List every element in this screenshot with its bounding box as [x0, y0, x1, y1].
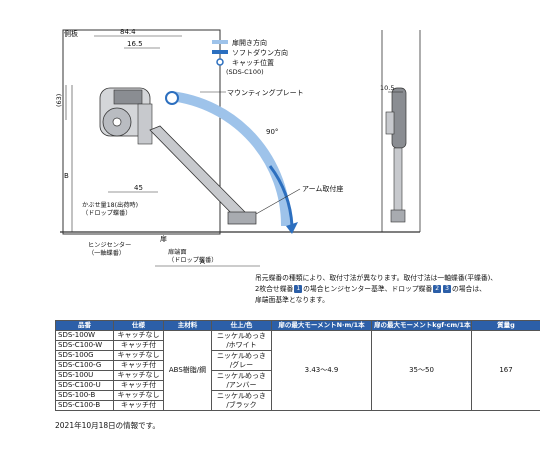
damper-unit: [99, 87, 153, 145]
cell-mass: 167: [471, 330, 540, 411]
cell-spec: キャッチ付: [113, 400, 164, 411]
dim-16-5: 16.5: [127, 40, 143, 48]
note-line-2-mid: の場合ヒンジセンター基準、ドロップ蝶番: [303, 285, 433, 293]
cell-code: SDS-C100-U: [55, 380, 114, 391]
col-moment-kgf: 扉の最大モーメントkgf·cm/1本: [371, 320, 472, 331]
table-row: SDS-100U キャッチなし ニッケルめっき/アンバー: [55, 370, 540, 391]
label-door-edge-2: （ドロップ蝶番）: [168, 256, 218, 264]
legend: 扉開き方向 ソフトダウン方向 キャッチ位置 (SDS-C100): [212, 38, 288, 76]
cell-code: SDS-100U: [55, 370, 114, 381]
arm-mount-base: [227, 211, 257, 225]
dim-84-4: 84.4: [120, 28, 136, 36]
dim-63: (63): [55, 94, 63, 107]
soft-down-arrow: [286, 222, 298, 234]
cell-spec: キャッチなし: [113, 390, 164, 401]
dim-45: 45: [134, 184, 143, 192]
svg-text:扉開き方向: 扉開き方向: [232, 38, 267, 47]
angle-90: 90°: [266, 128, 278, 136]
tag-3: 3: [443, 285, 451, 293]
cell-moment-kgf: 35～50: [371, 330, 472, 411]
label-door-edge-1: 扉端面: [168, 248, 187, 256]
cell-finish: ニッケルめっき/ホワイト: [211, 330, 272, 351]
svg-text:キャッチ位置: キャッチ位置: [232, 58, 274, 67]
col-material: 主材料: [163, 320, 212, 331]
label-hinge-center-1: ヒンジセンター: [88, 241, 131, 249]
cell-code: SDS-C100-G: [55, 360, 114, 371]
cell-spec: キャッチ付: [113, 360, 164, 371]
cell-spec: キャッチなし: [113, 350, 164, 361]
label-mounting-plate: マウンティングプレート: [227, 88, 304, 97]
table-row: SDS-100W キャッチなし ABS樹脂/鋼 ニッケルめっき/ホワイト 3.4…: [55, 330, 540, 411]
col-moment-nm: 扉の最大モーメントN·m/1本: [271, 320, 372, 331]
col-finish: 仕上/色: [211, 320, 272, 331]
side-view: [381, 30, 421, 232]
label-arm-mount: アーム取付座: [302, 184, 343, 193]
svg-text:ソフトダウン方向: ソフトダウン方向: [232, 48, 288, 57]
label-door: 扉: [160, 234, 167, 243]
note-line-2-prefix: 2枚合せ蝶番: [255, 285, 294, 293]
cell-code: SDS-C100-B: [55, 400, 114, 411]
cell-finish: ニッケルめっき/アンバー: [211, 370, 272, 391]
catch-position-marker: [165, 91, 179, 105]
label-overlap-2: （ドロップ蝶番）: [82, 209, 132, 217]
cell-spec: キャッチ付: [113, 340, 164, 351]
cell-spec: キャッチなし: [113, 370, 164, 381]
soft-down-arc: [268, 165, 294, 227]
mounting-note: 吊元蝶番の種類により、取付寸法が異なります。取付寸法は一軸蝶番(平蝶番)、 2枚…: [255, 273, 535, 306]
leader-arm-mount: [255, 188, 301, 215]
col-mass: 質量g: [471, 320, 540, 331]
note-line-2-end: の場合は、: [451, 285, 486, 293]
cell-code: SDS-100W: [55, 330, 114, 341]
svg-text:(SDS-C100): (SDS-C100): [226, 68, 264, 76]
note-line-3: 扉端面基準となります。: [255, 296, 329, 304]
table-row: SDS-C100-B キャッチ付: [55, 400, 540, 411]
dim-b: B: [64, 172, 69, 180]
cell-code: SDS-C100-W: [55, 340, 114, 351]
technical-drawing: 側板 84.4 16.5 (63) B 45 扉 90° マウンティングプレート…: [55, 28, 421, 267]
cell-moment-nm: 3.43～4.9: [271, 330, 372, 411]
cell-finish: ニッケルめっき/ブラック: [211, 390, 272, 411]
dim-a: A: [200, 258, 205, 266]
cell-spec: キャッチなし: [113, 330, 164, 341]
cell-code: SDS-100G: [55, 350, 114, 361]
side-panel: [62, 29, 221, 235]
door-open-arc: [169, 91, 292, 227]
cell-finish: ニッケルめっき/グレー: [211, 350, 272, 371]
cell-material: ABS樹脂/鋼: [163, 330, 212, 411]
footer-date-note: 2021年10月18日の情報です。: [55, 421, 160, 430]
tag-2: 2: [433, 285, 442, 293]
tag-1: 1: [294, 285, 303, 293]
note-line-1: 吊元蝶番の種類により、取付寸法が異なります。取付寸法は一軸蝶番(平蝶番)、: [255, 274, 498, 282]
label-hinge-center-2: （一軸蝶番）: [88, 249, 125, 257]
label-side-panel: 側板: [64, 29, 78, 38]
stay-arm: [149, 125, 246, 219]
table-header-row: 品番 仕様 主材料 仕上/色 扉の最大モーメントN·m/1本 扉の最大モーメント…: [55, 320, 540, 331]
label-overlap-1: かぶせ量18(出荷時): [82, 201, 138, 209]
col-spec: 仕様: [113, 320, 164, 331]
cell-spec: キャッチ付: [113, 380, 164, 391]
col-code: 品番: [55, 320, 114, 331]
cell-code: SDS-100-B: [55, 390, 114, 401]
table-row: SDS-100-B キャッチなし ニッケルめっき/ブラック: [55, 390, 540, 411]
dim-10-5: 10.5: [380, 84, 394, 92]
spec-table: 品番 仕様 主材料 仕上/色 扉の最大モーメントN·m/1本 扉の最大モーメント…: [55, 320, 540, 411]
